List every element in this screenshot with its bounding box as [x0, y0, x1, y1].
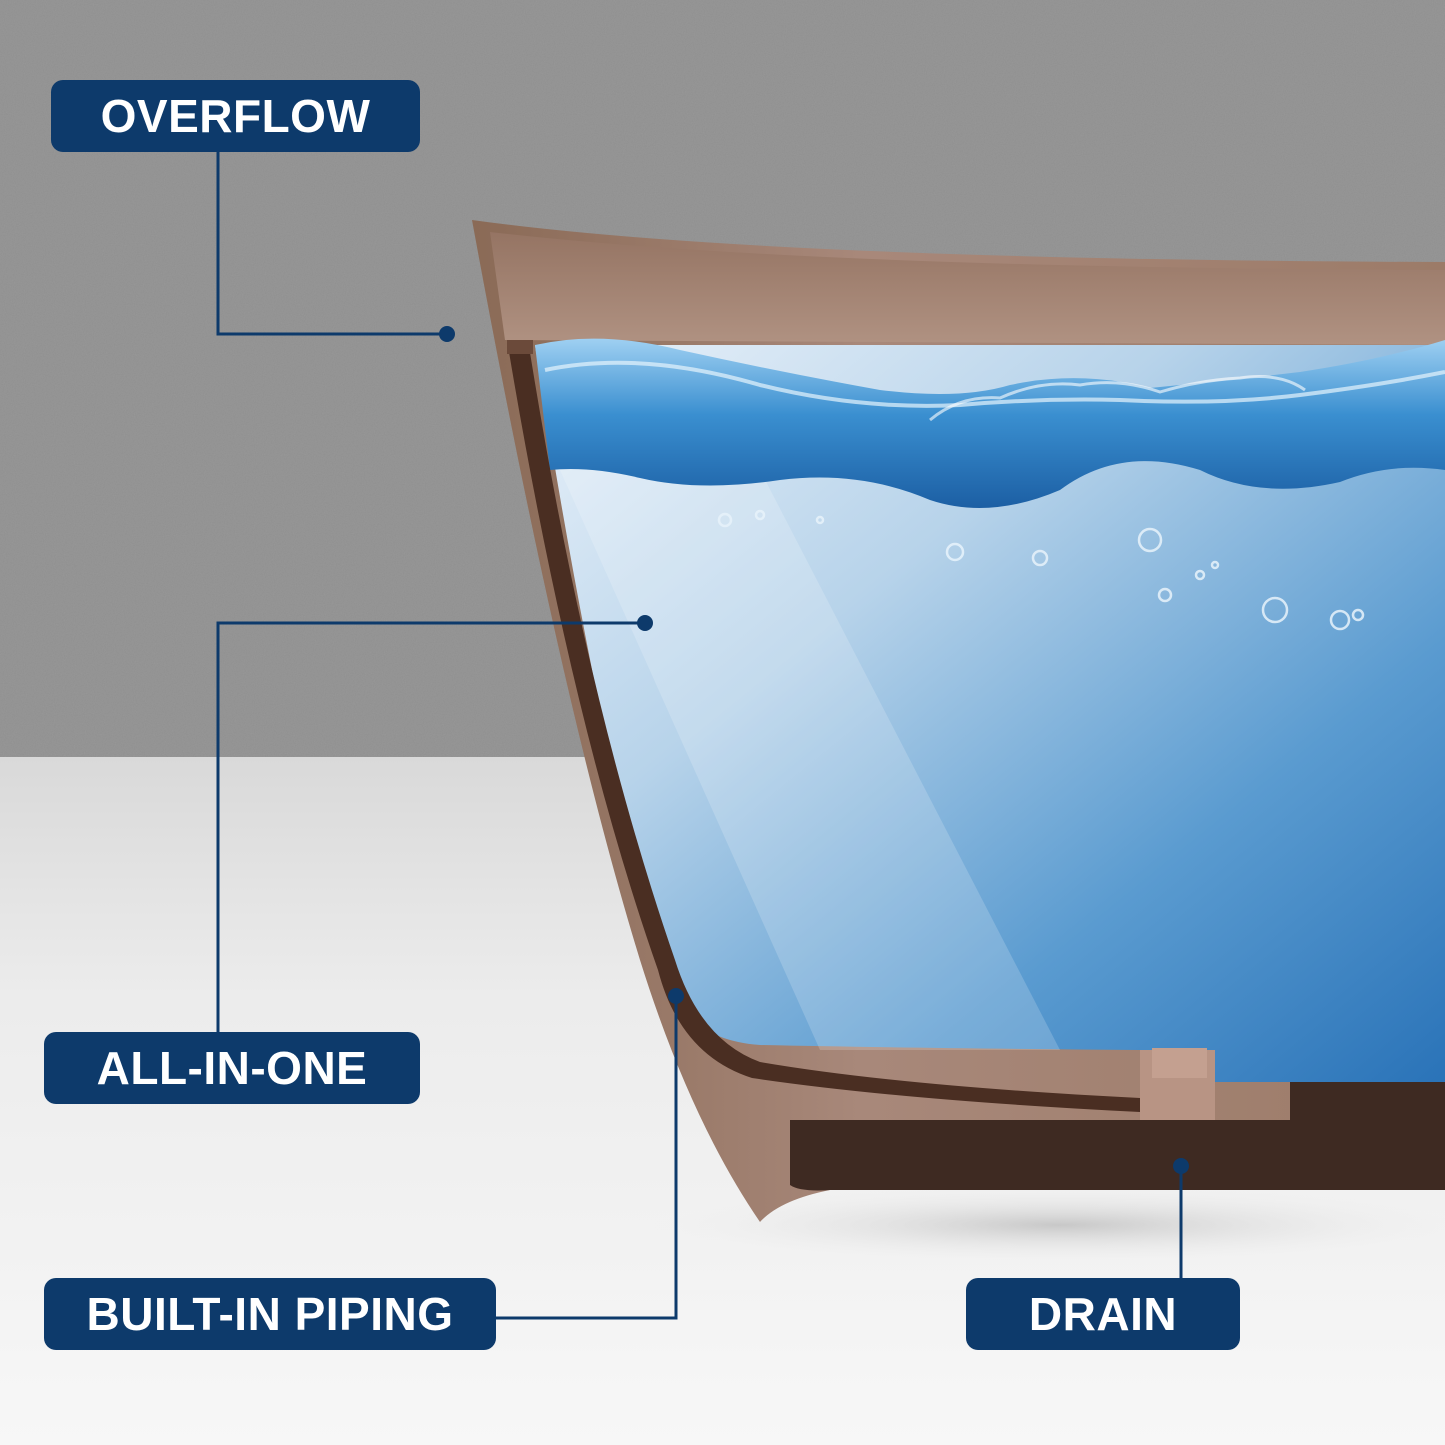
- dot-piping: [668, 988, 684, 1004]
- dot-overflow: [439, 326, 455, 342]
- all-in-one-label: ALL-IN-ONE: [44, 1032, 420, 1104]
- overflow-port: [507, 340, 533, 354]
- built-in-piping-label: BUILT-IN PIPING: [44, 1278, 496, 1350]
- tub-rim-band: [490, 232, 1445, 345]
- water-light-rays: [560, 470, 1060, 1050]
- tub-base-step: [1290, 1082, 1445, 1122]
- dot-all-in-one: [637, 615, 653, 631]
- water-wave-crest: [929, 375, 1306, 422]
- drain-cap: [1152, 1048, 1207, 1078]
- tub-base-cavity: [790, 1120, 1445, 1191]
- leader-dots: [439, 326, 1189, 1174]
- dot-drain: [1173, 1158, 1189, 1174]
- drain-label: DRAIN: [966, 1278, 1240, 1350]
- water-wave: [535, 338, 1445, 508]
- water-wave-highlight: [544, 360, 1445, 408]
- leader-piping: [496, 996, 678, 1320]
- water-body: [535, 345, 1445, 1082]
- leader-all-in-one: [216, 621, 645, 1032]
- overflow-label: OVERFLOW: [51, 80, 420, 152]
- water-bubbles: [717, 509, 1365, 631]
- leader-lines: [216, 150, 1183, 1320]
- leader-overflow: [216, 150, 447, 336]
- tub-shadow: [640, 1185, 1445, 1265]
